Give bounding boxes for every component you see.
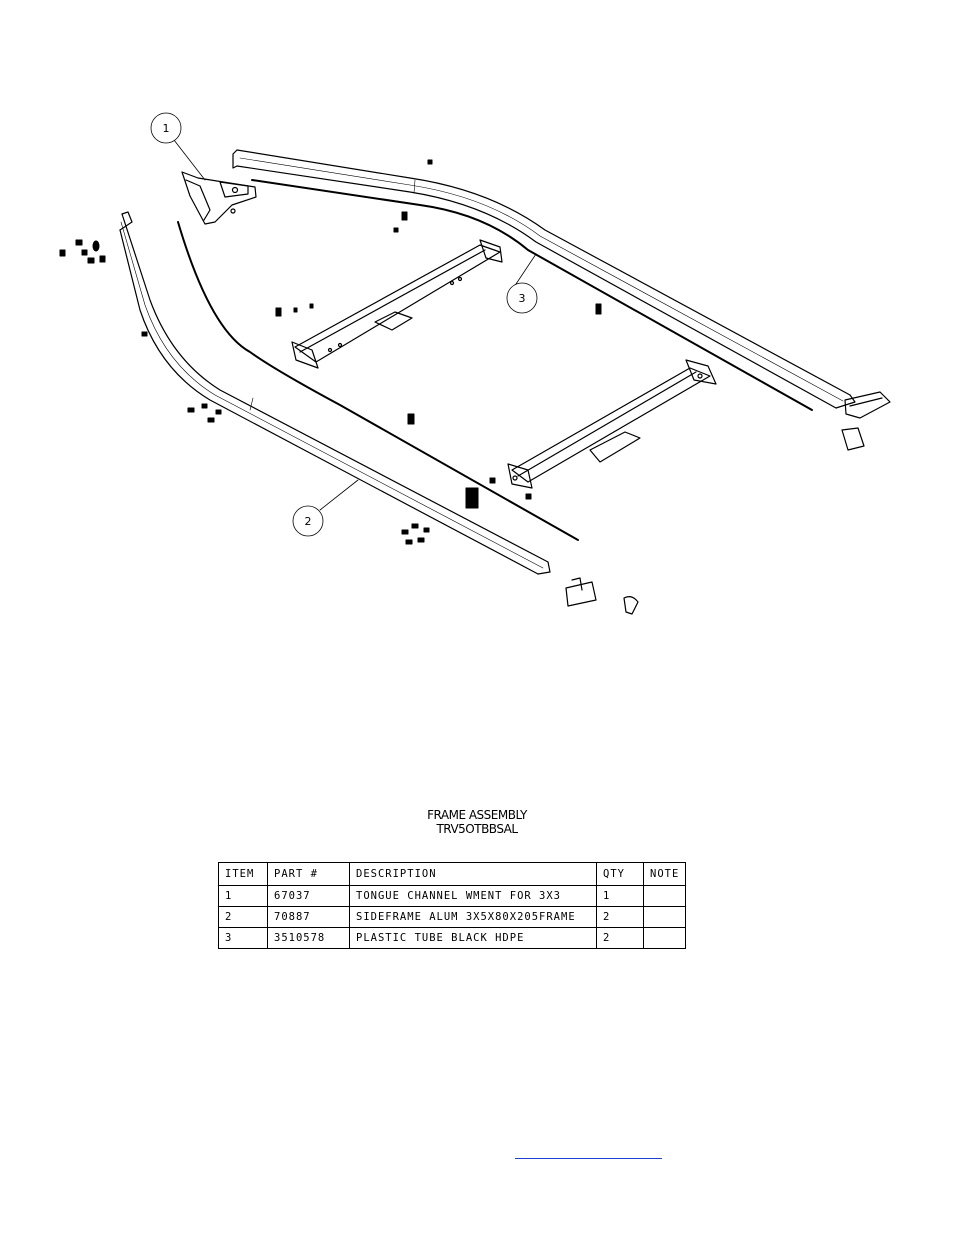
table-row: 3 3510578 PLASTIC TUBE BLACK HDPE 2: [218, 927, 687, 949]
header-item: ITEM: [218, 862, 268, 886]
assembly-title: FRAME ASSEMBLY: [427, 808, 527, 822]
rear-bumper-bracket-lower: [565, 577, 639, 615]
header-note: NOTE: [642, 862, 687, 886]
cell-part-number: 3510578: [267, 927, 350, 949]
cell-item: 3: [218, 927, 268, 949]
header-qty: QTY: [596, 862, 644, 886]
rear-bumper-bracket-upper: [841, 391, 891, 451]
table-row: 1 67037 TONGUE CHANNEL WMENT FOR 3X3 1: [218, 885, 687, 907]
frame-assembly-drawing: 1 3 2: [59, 112, 891, 615]
balloon-label-1: 1: [163, 122, 170, 135]
hardware-fasteners: [59, 159, 602, 545]
cell-description: PLASTIC TUBE BLACK HDPE: [349, 927, 597, 949]
cell-qty: 1: [596, 885, 644, 907]
cell-note: [642, 906, 687, 928]
cell-description: SIDEFRAME ALUM 3X5X80X205FRAME: [349, 906, 597, 928]
footer-hyperlink[interactable]: [515, 1158, 662, 1159]
upper-cross-member: [291, 239, 503, 369]
bill-of-materials-table: ITEM PART # DESCRIPTION QTY NOTE 1 67037…: [218, 862, 687, 949]
cell-item: 1: [218, 885, 268, 907]
table-row: 2 70887 SIDEFRAME ALUM 3X5X80X205FRAME 2: [218, 906, 687, 928]
cell-note: [642, 927, 687, 949]
lower-plastic-tube: [177, 221, 579, 541]
header-part-number: PART #: [267, 862, 350, 886]
cell-qty: 2: [596, 906, 644, 928]
cell-item: 2: [218, 906, 268, 928]
tongue-channel-part: [181, 171, 257, 225]
lower-cross-member: [507, 359, 717, 489]
balloon-label-2: 2: [305, 515, 312, 528]
upper-plastic-tube: [251, 179, 813, 411]
balloon-label-3: 3: [519, 292, 526, 305]
upper-sideframe-rail: [232, 149, 856, 409]
lower-sideframe-rail: [119, 211, 551, 575]
header-description: DESCRIPTION: [349, 862, 597, 886]
cell-description: TONGUE CHANNEL WMENT FOR 3X3: [349, 885, 597, 907]
assembly-model-number: TRV5OTBBSAL: [436, 822, 518, 836]
cell-qty: 2: [596, 927, 644, 949]
cell-part-number: 67037: [267, 885, 350, 907]
cell-part-number: 70887: [267, 906, 350, 928]
cell-note: [642, 885, 687, 907]
balloon-circles: [150, 112, 538, 537]
table-header-row: ITEM PART # DESCRIPTION QTY NOTE: [218, 862, 687, 886]
